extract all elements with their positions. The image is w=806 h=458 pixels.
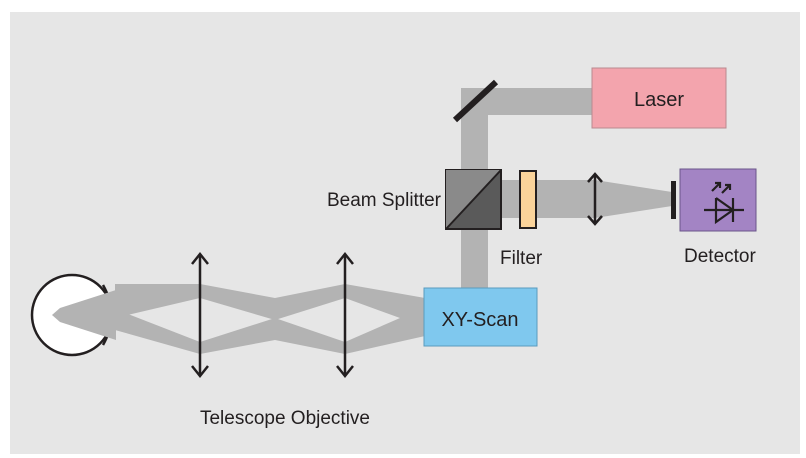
laser-label: Laser [634, 89, 684, 111]
filter-element [519, 170, 537, 229]
laser-box [591, 67, 727, 129]
xy-scan-box [423, 287, 538, 347]
photodiode-icon [704, 181, 744, 225]
mirror-shape [452, 79, 499, 123]
telescope-lens-1 [191, 251, 209, 379]
beam-splitter-label: Beam Splitter [327, 190, 442, 211]
telescope-objective-label: Telescope Objective [200, 408, 370, 429]
detector-lens-arrow [587, 172, 603, 226]
pinhole [671, 181, 676, 219]
detector-label: Detector [684, 246, 756, 267]
beam-detector [500, 180, 672, 218]
beam-splitter-diagonal [445, 169, 502, 230]
beam-telescope [115, 284, 425, 354]
xy-scan-label: XY-Scan [441, 309, 518, 331]
eye-icon [30, 273, 116, 357]
telescope-lens-2 [336, 251, 354, 379]
filter-label: Filter [500, 248, 543, 269]
